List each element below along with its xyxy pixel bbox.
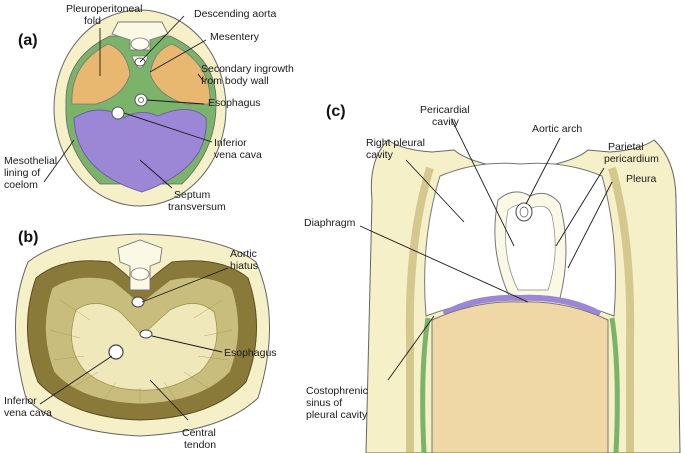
panel-b-vertebral-body	[130, 267, 150, 281]
panel-a-septum-transversum	[73, 109, 207, 193]
label-secondary-ingrowth: Secondary ingrowth	[201, 63, 294, 75]
panel-b-vertebra	[117, 239, 163, 291]
label-pleura: Pleura	[626, 173, 657, 185]
panel-c-abdomen	[431, 301, 609, 453]
label-right-pleural-cavity: Right pleural	[366, 137, 425, 149]
panel-a-vertebral-body	[130, 37, 150, 51]
label-mesothelial-3: coelom	[4, 179, 38, 191]
panel-c-pleura-left	[420, 317, 431, 453]
label-ivc-b: Inferior	[4, 395, 37, 407]
label-esophagus-b: Esophagus	[224, 347, 277, 359]
label-pericardial-cavity: Pericardial	[420, 104, 470, 116]
panel-a-right-fold	[149, 43, 211, 105]
label-descending-aorta: Descending aorta	[194, 8, 276, 20]
panel-a-esophagus-lumen	[138, 97, 144, 103]
panel-b-esophagus	[139, 329, 153, 339]
label-pericardial-cavity-2: cavity	[432, 116, 460, 128]
label-septum-transversum-2: transversum	[168, 201, 226, 213]
panel-a-vertebra	[111, 21, 169, 51]
label-mesentery: Mesentery	[210, 31, 260, 43]
label-ivc-b-2: vena cava	[4, 407, 52, 419]
panel-b-central-tendon	[71, 303, 218, 391]
panel-a-illustration	[53, 9, 227, 207]
label-pleuroperitoneal-fold: Pleuroperitoneal	[66, 3, 142, 15]
panel-c-aortic-arch-lumen	[519, 206, 529, 218]
panel-label-a: (a)	[18, 32, 38, 49]
panel-c-pleura-right	[609, 317, 620, 453]
panel-b-aortic-hiatus	[131, 296, 145, 308]
label-aortic-hiatus: Aortic	[230, 248, 257, 260]
label-parietal-pericardium: Parietal	[608, 141, 644, 153]
label-esophagus-a: Esophagus	[208, 97, 261, 109]
panel-label-b: (b)	[18, 229, 38, 246]
panel-label-c: (c)	[326, 103, 346, 120]
panel-c-right-ribs	[608, 166, 635, 453]
panel-c-illustration	[365, 139, 681, 453]
panel-a-ivc	[111, 106, 125, 120]
label-costophrenic-sinus-2: sinus of	[306, 397, 342, 409]
label-diaphragm: Diaphragm	[304, 217, 356, 229]
label-aortic-hiatus-2: hiatus	[230, 260, 258, 272]
label-central-tendon-2: tendon	[184, 439, 216, 451]
label-right-pleural-cavity-2: cavity	[366, 149, 394, 161]
label-pleuroperitoneal-fold-2: fold	[84, 15, 101, 27]
label-septum-transversum: Septum	[174, 189, 210, 201]
panel-a-leader-lines	[43, 15, 213, 189]
panel-a-left-fold	[71, 43, 131, 105]
panel-c-aortic-arch	[515, 202, 533, 222]
panel-b-leader-lines	[39, 267, 229, 421]
panel-c-left-ribs	[405, 166, 434, 453]
panel-b-ivc	[108, 344, 124, 360]
panel-b-fibers	[49, 299, 233, 404]
label-central-tendon: Central	[182, 427, 216, 439]
label-aortic-arch: Aortic arch	[532, 123, 582, 135]
panel-a-esophagus	[134, 93, 148, 107]
label-ivc-a: Inferior	[214, 137, 247, 149]
label-mesothelial-2: lining of	[4, 167, 40, 179]
label-costophrenic-sinus-3: pleural cavity	[306, 409, 368, 421]
label-ivc-a-2: vena cava	[214, 149, 262, 161]
panel-b-illustration	[15, 233, 270, 437]
label-parietal-pericardium-2: pericardium	[604, 153, 659, 165]
label-mesothelial: Mesothelial	[4, 155, 57, 167]
label-costophrenic-sinus: Costophrenic	[306, 385, 368, 397]
label-secondary-ingrowth-2: from body wall	[201, 75, 269, 87]
panel-c-leader-lines	[359, 119, 613, 381]
